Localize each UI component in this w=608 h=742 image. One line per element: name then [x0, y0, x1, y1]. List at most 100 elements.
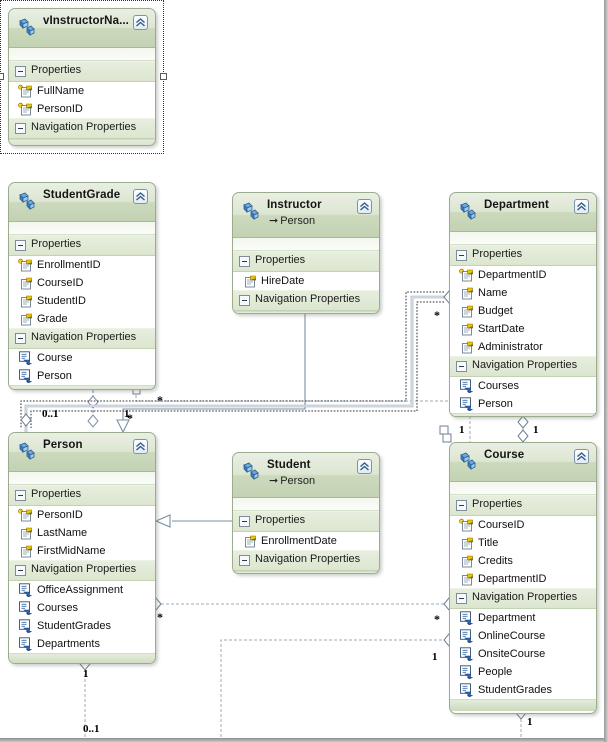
navigation-row[interactable]: Courses [9, 599, 155, 617]
chevron-up-icon[interactable] [357, 199, 372, 214]
property-row[interactable]: Name [450, 284, 596, 302]
assoc-studentgrade-course[interactable] [132, 386, 471, 442]
property-row[interactable]: EnrollmentID [9, 256, 155, 274]
properties-section-header[interactable]: Properties [9, 61, 155, 82]
chevron-up-icon[interactable] [357, 459, 372, 474]
navigation-section-header[interactable]: Navigation Properties [233, 550, 379, 571]
property-row[interactable]: Administrator [450, 338, 596, 356]
property-row[interactable]: StudentID [9, 292, 155, 310]
navigation-row[interactable]: Departments [9, 635, 155, 653]
property-row[interactable]: FullName [9, 82, 155, 100]
chevron-up-icon[interactable] [133, 15, 148, 30]
minus-expander-icon[interactable] [456, 500, 467, 511]
navigation-row[interactable]: OnsiteCourse [450, 645, 596, 663]
navigation-property-icon [18, 351, 33, 366]
properties-section-header[interactable]: Properties [233, 511, 379, 532]
minus-expander-icon[interactable] [15, 333, 26, 344]
navigation-section-header[interactable]: Navigation Properties [233, 290, 379, 311]
entity-header[interactable]: Person [9, 433, 155, 472]
navigation-row[interactable]: Department [450, 609, 596, 627]
property-row[interactable]: PersonID [9, 100, 155, 118]
navigation-section-header[interactable]: Navigation Properties [9, 118, 155, 139]
properties-section-header[interactable]: Properties [233, 251, 379, 272]
scalar-property-icon [18, 294, 33, 308]
selection-handle[interactable] [0, 73, 4, 80]
navigation-section-header[interactable]: Navigation Properties [450, 356, 596, 377]
entity-header[interactable]: Department [450, 193, 596, 232]
minus-expander-icon[interactable] [456, 361, 467, 372]
property-row[interactable]: Title [450, 534, 596, 552]
chevron-up-icon[interactable] [133, 189, 148, 204]
property-row[interactable]: EnrollmentDate [233, 532, 379, 550]
navigation-row[interactable]: Courses [450, 377, 596, 395]
assoc-department-course[interactable] [517, 415, 529, 443]
navigation-row[interactable]: OnlineCourse [450, 627, 596, 645]
minus-expander-icon[interactable] [15, 66, 26, 77]
minus-expander-icon[interactable] [239, 295, 250, 306]
selection-handle[interactable] [160, 73, 167, 80]
assoc-person-course-many[interactable] [150, 597, 455, 611]
minus-expander-icon[interactable] [239, 256, 250, 267]
property-row[interactable]: CourseID [450, 516, 596, 534]
navigation-section-header[interactable]: Navigation Properties [450, 588, 596, 609]
minus-expander-icon[interactable] [456, 593, 467, 604]
property-row[interactable]: CourseID [9, 274, 155, 292]
minus-expander-icon[interactable] [239, 516, 250, 527]
property-row[interactable]: PersonID [9, 506, 155, 524]
entity-header[interactable]: StudentGrade [9, 183, 155, 222]
connector-endpoint-handles[interactable] [439, 425, 452, 443]
minus-expander-icon[interactable] [15, 490, 26, 501]
properties-section-header[interactable]: Properties [9, 235, 155, 256]
navigation-row[interactable]: Course [9, 349, 155, 367]
entity-header[interactable]: Student➞Person [233, 453, 379, 498]
entity-header[interactable]: vInstructorNa... [9, 9, 155, 48]
property-row[interactable]: DepartmentID [450, 570, 596, 588]
minus-expander-icon[interactable] [239, 555, 250, 566]
property-row[interactable]: Grade [9, 310, 155, 328]
navigation-row[interactable]: StudentGrades [450, 681, 596, 699]
scalar-property-icon [242, 274, 257, 288]
property-name: CourseID [478, 519, 525, 531]
minus-expander-icon[interactable] [456, 250, 467, 261]
navigation-row[interactable]: OfficeAssignment [9, 581, 155, 599]
entity-header[interactable]: Course [450, 443, 596, 482]
minus-expander-icon[interactable] [15, 565, 26, 576]
minus-expander-icon[interactable] [15, 123, 26, 134]
chevron-up-icon[interactable] [574, 199, 589, 214]
properties-section-header[interactable]: Properties [9, 485, 155, 506]
navigation-row[interactable]: Person [9, 367, 155, 385]
chevron-up-icon[interactable] [133, 439, 148, 454]
assoc-studentgrade-person[interactable] [87, 390, 99, 428]
navigation-name: Person [37, 370, 72, 382]
property-row[interactable]: HireDate [233, 272, 379, 290]
property-row[interactable]: Budget [450, 302, 596, 320]
property-row[interactable]: DepartmentID [450, 266, 596, 284]
entity-header[interactable]: Instructor➞Person [233, 193, 379, 238]
chevron-up-icon[interactable] [574, 449, 589, 464]
navigation-property-icon [459, 665, 474, 680]
property-row[interactable]: StartDate [450, 320, 596, 338]
property-row[interactable]: LastName [9, 524, 155, 542]
navigation-section-header[interactable]: Navigation Properties [9, 560, 155, 581]
properties-section-header[interactable]: Properties [450, 245, 596, 266]
inheritance-student-person[interactable] [154, 514, 232, 528]
navigation-row[interactable]: People [450, 663, 596, 681]
property-row[interactable]: FirstMidName [9, 542, 155, 560]
properties-label: Properties [31, 488, 82, 500]
navigation-section-header[interactable]: Navigation Properties [9, 328, 155, 349]
properties-section-header[interactable]: Properties [450, 495, 596, 516]
entity-icon [458, 201, 478, 221]
property-row[interactable]: Credits [450, 552, 596, 570]
navigation-row[interactable]: Person [450, 395, 596, 413]
property-name: StudentID [37, 295, 86, 307]
minus-expander-icon[interactable] [15, 240, 26, 251]
navigation-row[interactable]: StudentGrades [9, 617, 155, 635]
